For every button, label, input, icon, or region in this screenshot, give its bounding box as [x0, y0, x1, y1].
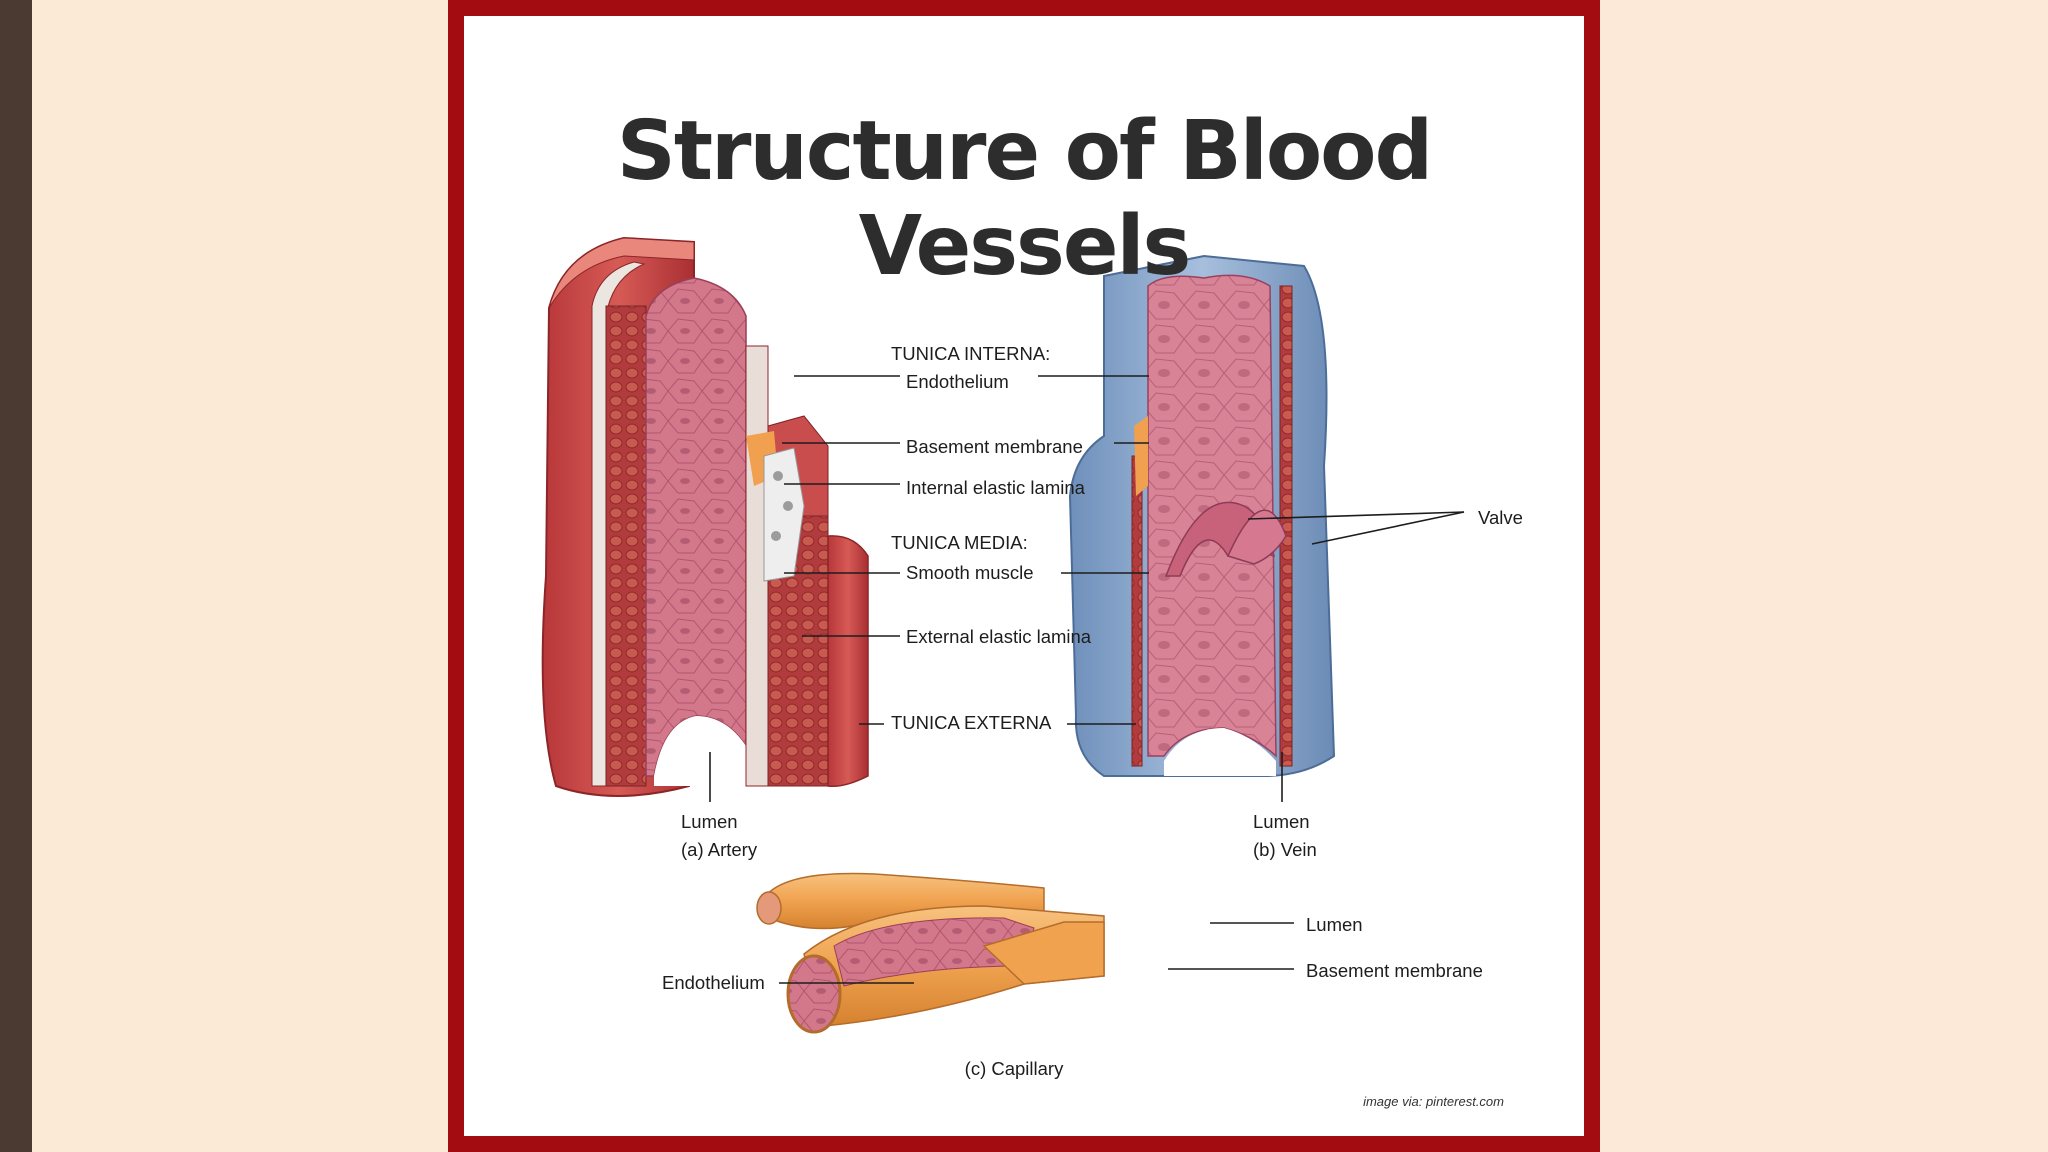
label-basement-membrane: Basement membrane — [906, 436, 1083, 457]
left-background-panel — [32, 0, 448, 1152]
caption-capillary: (c) Capillary — [965, 1058, 1064, 1079]
vein-valve-shape — [1164, 501, 1276, 577]
label-tunica-media: TUNICA MEDIA: — [891, 532, 1028, 553]
label-capillary-endothelium: Endothelium — [662, 972, 765, 993]
right-background-panel — [1600, 0, 2048, 1152]
left-edge-bar — [0, 0, 32, 1152]
slide: TUNICA INTERNA: Endothelium Basement mem… — [464, 16, 1584, 1136]
slide-title: Structure of Blood Vessels — [616, 104, 1433, 294]
artery-internal-elastic-lamina — [763, 447, 805, 582]
slide-frame: TUNICA INTERNA: Endothelium Basement mem… — [448, 0, 1600, 1152]
caption-artery: (a) Artery — [681, 839, 758, 860]
capillary-illustration — [756, 872, 1105, 1034]
label-internal-elastic-lamina: Internal elastic lamina — [906, 477, 1086, 498]
label-capillary-lumen: Lumen — [1306, 914, 1363, 935]
label-tunica-interna: TUNICA INTERNA: — [891, 343, 1050, 364]
image-credit: image via: pinterest.com — [1363, 1094, 1504, 1109]
label-tunica-externa: TUNICA EXTERNA — [891, 712, 1052, 733]
label-external-elastic-lamina: External elastic lamina — [906, 626, 1092, 647]
artery-tunica-interna-shape — [645, 277, 747, 777]
label-capillary-basement-membrane: Basement membrane — [1306, 960, 1483, 981]
label-vein-lumen: Lumen — [1253, 811, 1310, 832]
caption-vein: (b) Vein — [1253, 839, 1317, 860]
vein-illustration — [1068, 254, 1336, 777]
label-valve: Valve — [1478, 507, 1523, 528]
blood-vessel-diagram: TUNICA INTERNA: Endothelium Basement mem… — [541, 236, 1523, 1109]
label-smooth-muscle: Smooth muscle — [906, 562, 1034, 583]
leader-lines — [709, 375, 1465, 984]
artery-illustration — [541, 236, 869, 797]
label-endothelium: Endothelium — [906, 371, 1009, 392]
label-artery-lumen: Lumen — [681, 811, 738, 832]
artery-smooth-muscle-layer — [605, 305, 647, 787]
